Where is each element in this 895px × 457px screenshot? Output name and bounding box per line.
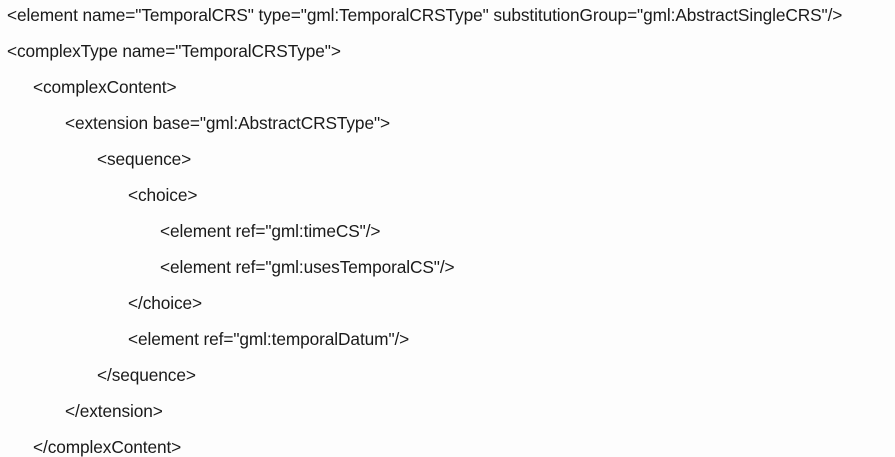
code-line: <complexContent> <box>33 77 177 97</box>
code-line: </complexContent> <box>33 437 182 457</box>
code-line: <element ref="gml:usesTemporalCS"/> <box>160 257 455 277</box>
code-line: </extension> <box>65 401 163 421</box>
code-line: <sequence> <box>97 149 192 169</box>
code-line: <choice> <box>128 185 198 205</box>
code-line: <element ref="gml:timeCS"/> <box>160 221 381 241</box>
code-line: <element ref="gml:temporalDatum"/> <box>128 329 410 349</box>
code-line: <complexType name="TemporalCRSType"> <box>7 41 341 61</box>
code-line: <element name="TemporalCRS" type="gml:Te… <box>7 5 843 25</box>
code-line: </choice> <box>128 293 203 313</box>
code-line: <extension base="gml:AbstractCRSType"> <box>65 113 390 133</box>
code-line: </sequence> <box>97 365 196 385</box>
